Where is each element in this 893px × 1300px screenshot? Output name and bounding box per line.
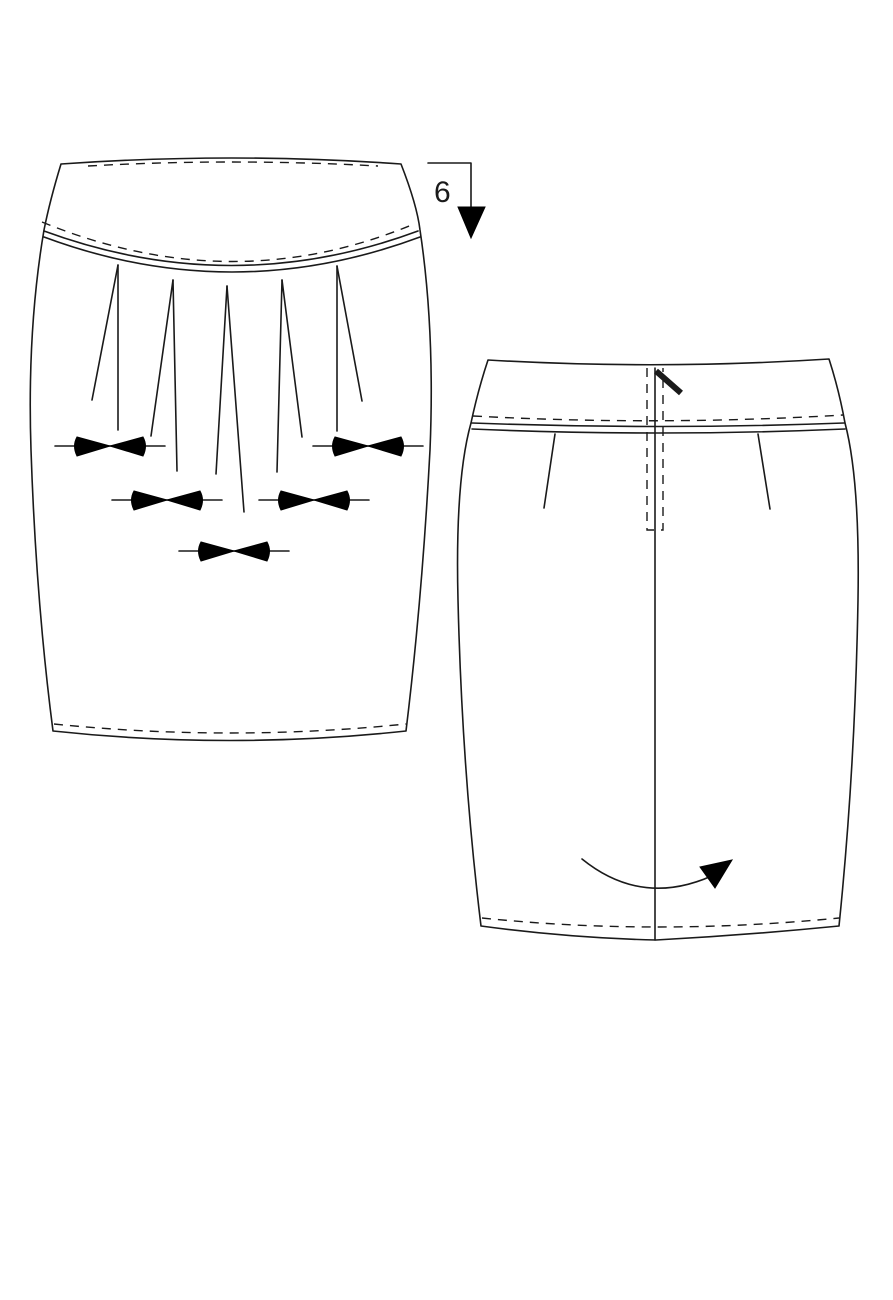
back-waistband-stitch [472,414,844,422]
bow-decoration [178,541,290,562]
back-outline [456,358,860,941]
front-waistband-stitch [87,161,379,167]
back-waistband-seam-2 [471,428,846,434]
front-hem-stitch [53,723,407,734]
front-pleats [91,264,363,513]
bow-decoration [258,490,370,511]
back-dart [543,433,556,509]
pleat-line [336,265,363,402]
front-outline [29,157,433,742]
bow-decoration [111,490,223,511]
skirt-front-view [29,157,433,742]
back-hem-stitch [481,917,840,928]
bow-decoration [312,436,424,457]
skirt-back-view [456,358,860,941]
measurement-annotation: 6 [427,162,486,240]
down-arrow-icon [457,206,486,240]
front-yoke-seam-1 [43,230,419,267]
back-waistband-seam-1 [471,422,845,428]
front-yoke-seam-2 [43,236,421,273]
zipper-stitching [646,368,664,531]
annotation-label: 6 [434,176,451,209]
front-yoke-seam-dashed [41,221,415,263]
back-dart [757,433,771,510]
pleat-line [276,279,283,473]
pleat-line [172,279,178,472]
pleat-line [215,285,228,475]
vent-direction-line [581,858,721,889]
pleat-line [91,264,119,401]
zipper-pull-icon [654,368,683,396]
annotation-leader-line [427,162,472,211]
curved-arrow-icon [699,859,734,889]
pleat-line [150,279,174,437]
bow-decoration [54,436,166,457]
pleat-line [281,279,303,438]
pleat-line [226,285,245,513]
